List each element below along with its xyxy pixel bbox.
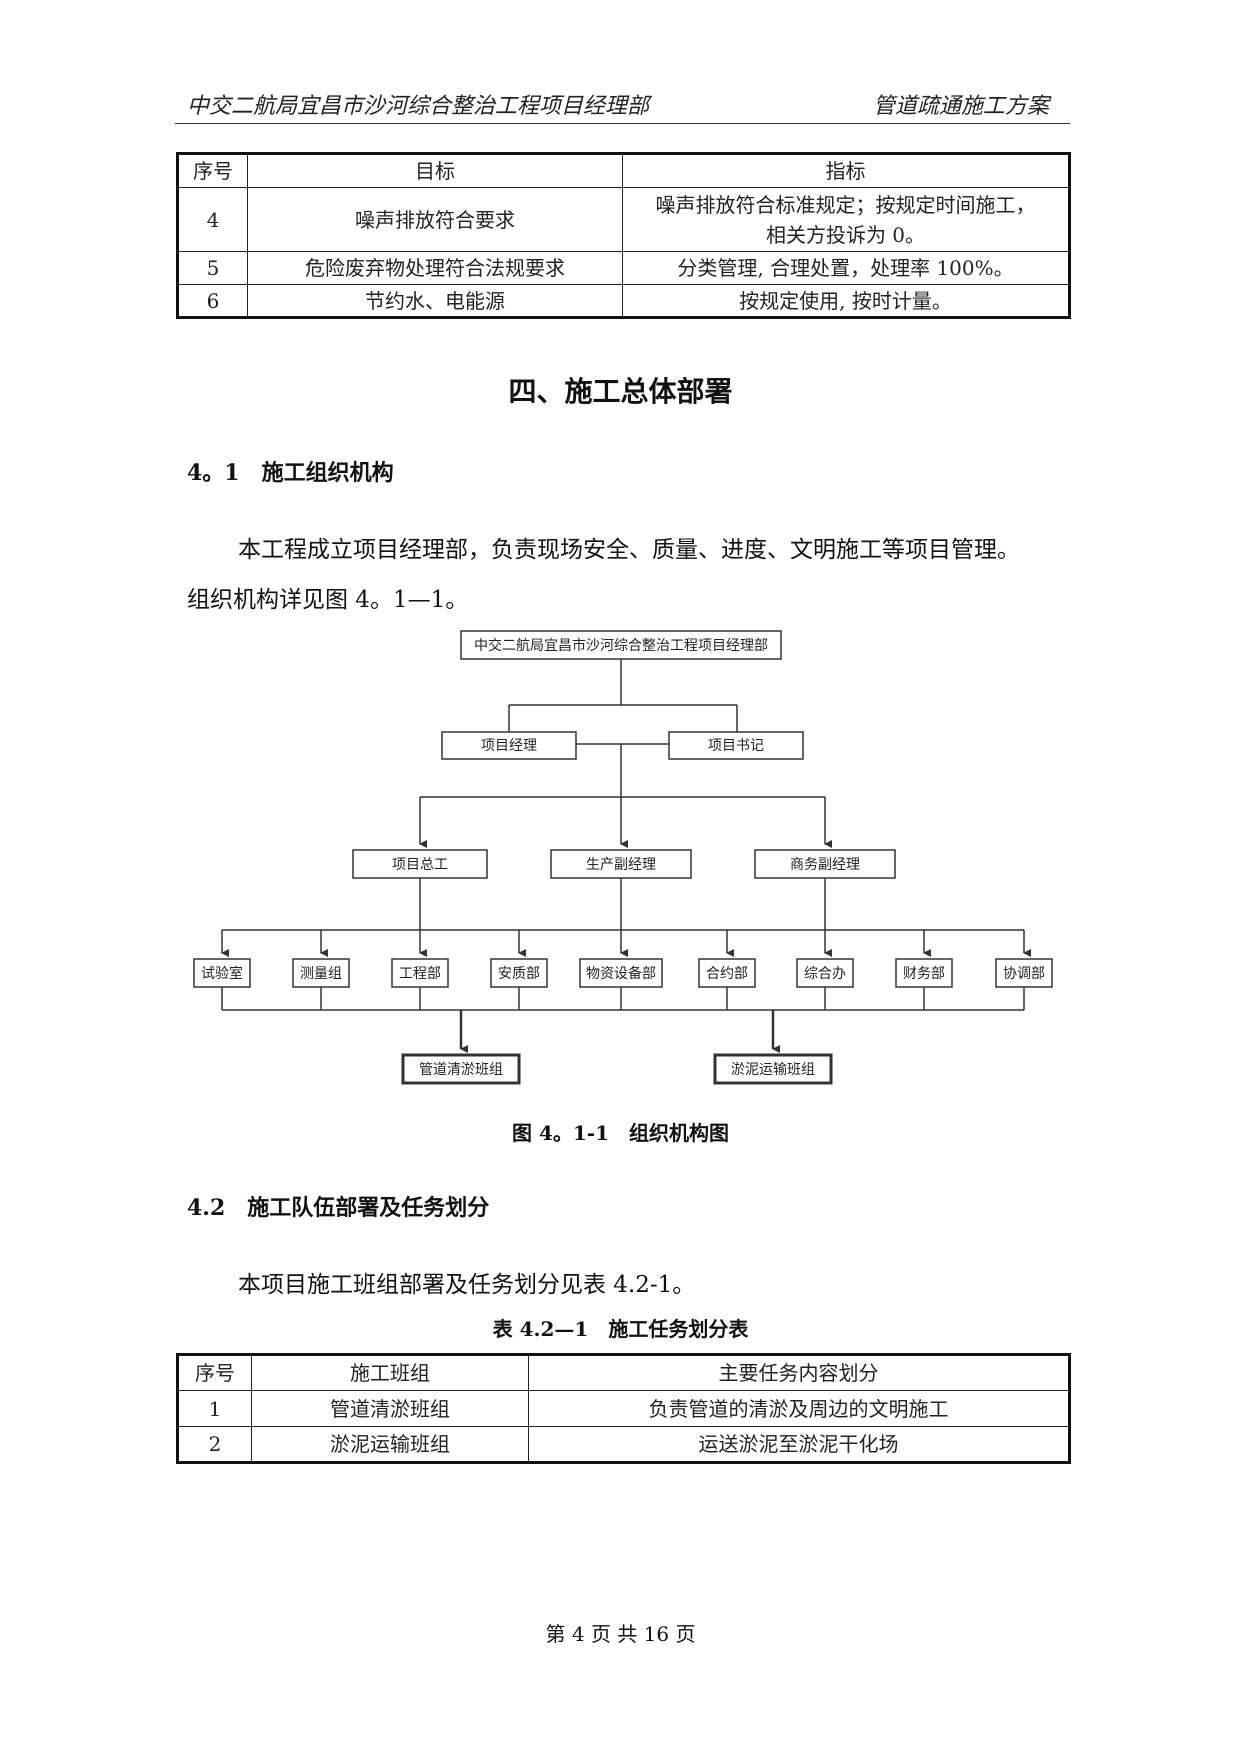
table-header-cell: 序号 [177,1354,252,1391]
org-node-survey: 测量组 [292,958,350,988]
org-node-label: 协调部 [1003,966,1045,982]
table-cell-line: 相关方投诉为 0。 [765,222,926,247]
org-node-materials: 物资设备部 [579,958,663,988]
table-header-cell: 序号 [177,153,248,188]
org-node-root: 中交二航局宜昌市沙河综合整治工程项目经理部 [460,630,782,660]
org-node-label: 中交二航局宜昌市沙河综合整治工程项目经理部 [474,637,768,654]
org-node-box [193,958,251,988]
org-node-box [550,849,692,879]
org-node-engineering: 工程部 [391,958,449,988]
table-cell: 2 [177,1426,252,1463]
table-row: 2 淤泥运输班组 运送淤泥至淤泥干化场 [177,1426,1070,1463]
org-node-box [490,958,548,988]
org-node-box [460,630,782,660]
org-node-project-secretary: 项目书记 [668,731,804,760]
org-node-box [895,958,953,988]
org-node-box [441,731,577,760]
org-node-label: 项目经理 [481,738,537,754]
org-node-general-office: 综合办 [796,958,854,988]
table-row: 6 节约水、电能源 按规定使用, 按时计量。 [177,284,1070,318]
goals-table: 序号 目标 指标 4 噪声排放符合要求 噪声排放符合标准规定；按规定时间施工， … [176,152,1071,319]
table-cell: 1 [177,1390,252,1427]
section-title: 四、施工总体部署 [508,375,733,408]
table-cell: 管道清淤班组 [251,1390,529,1427]
org-node-box [401,1053,521,1085]
paragraph-line: 组织机构详见图 4。1—1。 [187,587,469,613]
table-cell: 噪声排放符合标准规定；按规定时间施工， 相关方投诉为 0。 [622,187,1070,252]
org-node-label: 合约部 [706,966,748,982]
org-node-box [995,958,1053,988]
org-node-business-manager: 商务副经理 [754,849,896,879]
subsection-heading-4-1: 4。1 施工组织机构 [187,460,394,486]
table-cell: 运送淤泥至淤泥干化场 [528,1426,1070,1463]
org-node-label: 淤泥运输班组 [731,1062,815,1078]
org-node-finance: 财务部 [895,958,953,988]
org-node-label: 试验室 [201,965,243,982]
subsection-heading-4-2: 4.2 施工队伍部署及任务划分 [187,1195,490,1221]
org-node-lab: 试验室 [193,958,251,988]
table-cell: 5 [177,251,248,285]
org-node-box [713,1053,833,1085]
org-node-box [292,958,350,988]
table-cell: 节约水、电能源 [247,284,623,318]
table-cell: 负责管道的清淤及周边的文明施工 [528,1390,1070,1427]
task-division-table: 序号 施工班组 主要任务内容划分 1 管道清淤班组 负责管道的清淤及周边的文明施… [176,1353,1071,1464]
level3-drops [221,930,1031,957]
table-header-cell: 目标 [247,153,623,188]
header-left-title: 中交二航局宜昌市沙河综合整治工程项目经理部 [187,94,650,119]
table-header-cell: 主要任务内容划分 [528,1354,1070,1391]
paragraph-line: 本工程成立项目经理部，负责现场安全、质量、进度、文明施工等项目管理。 [238,537,1020,563]
org-node-box [796,958,854,988]
org-node-dredging-team: 管道清淤班组 [401,1053,521,1085]
table-row: 4 噪声排放符合要求 噪声排放符合标准规定；按规定时间施工， 相关方投诉为 0。 [177,187,1070,252]
org-node-box [698,958,756,988]
page-footer: 第 4 页 共 16 页 [545,1622,696,1646]
org-node-label: 综合办 [804,966,846,982]
paragraph: 本项目施工班组部署及任务划分见表 4.2-1。 [238,1272,696,1298]
table-header-row: 序号 目标 指标 [177,153,1070,188]
org-node-safety: 安质部 [490,958,548,988]
org-node-label: 项目书记 [708,738,764,754]
org-node-box [668,731,804,760]
table-cell: 分类管理, 合理处置，处理率 100%。 [622,251,1070,285]
org-node-contracts: 合约部 [698,958,756,988]
org-node-label: 工程部 [399,966,441,982]
org-node-label: 管道清淤班组 [419,1062,503,1078]
org-node-chief-engineer: 项目总工 [352,849,488,879]
org-node-box [579,958,663,988]
org-node-production-manager: 生产副经理 [550,849,692,879]
org-node-box [352,849,488,879]
org-node-label: 项目总工 [392,857,448,873]
org-node-sludge-transport-team: 淤泥运输班组 [713,1053,833,1085]
table-caption: 表 4.2—1 施工任务划分表 [492,1317,749,1341]
table-header-cell: 施工班组 [251,1354,529,1391]
header-rule [175,123,1070,124]
header-right-title: 管道疏通施工方案 [873,94,1050,119]
org-node-coordination: 协调部 [995,958,1053,988]
org-node-label: 物资设备部 [586,965,656,982]
table-cell-line: 噪声排放符合标准规定；按规定时间施工， [655,192,1036,217]
org-node-label: 生产副经理 [586,857,656,873]
org-node-label: 安质部 [498,966,540,982]
org-node-box [391,958,449,988]
org-node-box [754,849,896,879]
table-cell: 淤泥运输班组 [251,1426,529,1463]
org-node-project-manager: 项目经理 [441,731,577,760]
org-node-label: 财务部 [903,966,945,982]
table-header-row: 序号 施工班组 主要任务内容划分 [177,1354,1070,1391]
org-node-label: 测量组 [300,966,342,982]
table-row: 1 管道清淤班组 负责管道的清淤及周边的文明施工 [177,1390,1070,1427]
table-cell: 按规定使用, 按时计量。 [622,284,1070,318]
table-cell: 噪声排放符合要求 [247,187,623,252]
figure-caption: 图 4。1-1 组织机构图 [511,1121,729,1145]
org-node-label: 商务副经理 [790,857,860,873]
level3-bottoms [221,987,1025,1010]
